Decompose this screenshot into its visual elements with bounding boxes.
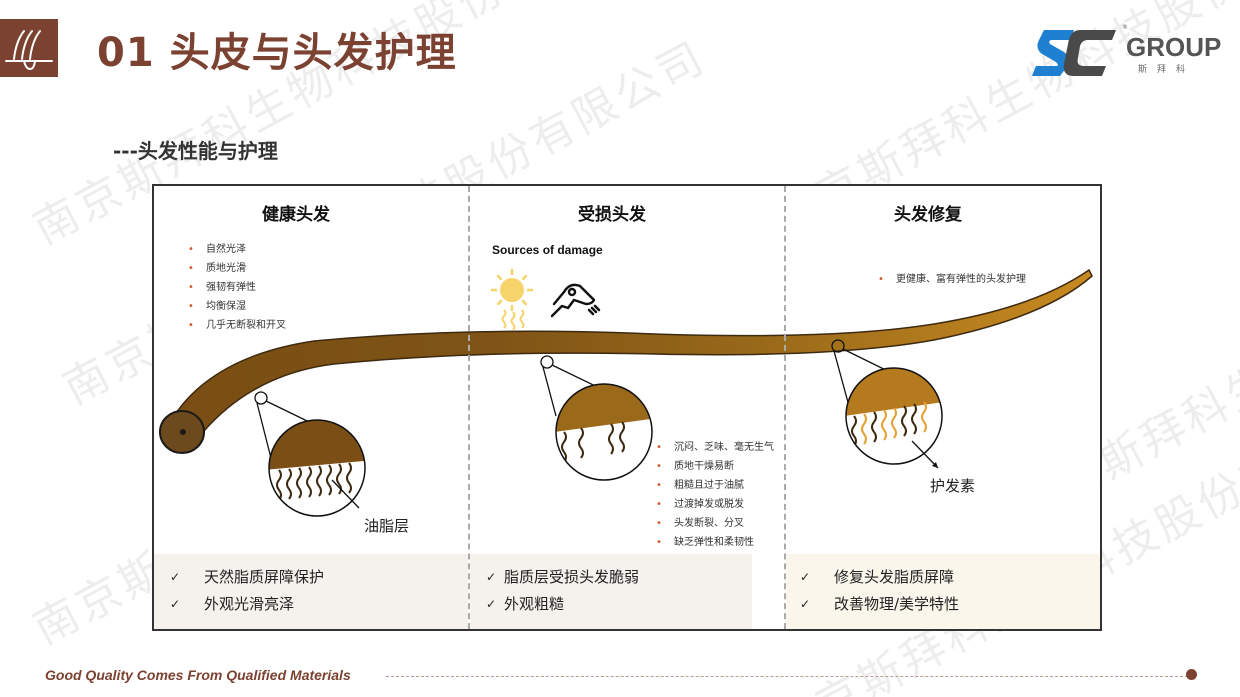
check-item: ✓脂质层受损头发脆弱 <box>486 564 639 591</box>
hair-strand-illustration <box>159 268 1093 517</box>
footer-divider <box>386 676 1188 677</box>
check-item: ✓外观光滑亮泽 <box>170 591 324 618</box>
hair-follicle-logo <box>0 19 58 77</box>
list-item: 过渡掉发或脱发 <box>656 495 774 514</box>
healthy-checklist: ✓天然脂质屏障保护 ✓外观光滑亮泽 <box>170 564 324 618</box>
lipid-layer-label: 油脂层 <box>364 517 410 535</box>
section-subtitle: ---头发性能与护理 <box>113 139 278 163</box>
list-item: 粗糙且过于油腻 <box>656 476 774 495</box>
page-title: 01 头皮与头发护理 <box>97 30 457 76</box>
footer-band-healthy <box>154 554 468 629</box>
repair-checklist: ✓修复头发脂质屏障 ✓改善物理/美学特性 <box>800 564 959 618</box>
brand-cn-name: 斯拜科 <box>1138 65 1196 75</box>
check-item: ✓修复头发脂质屏障 <box>800 564 959 591</box>
hair-comparison-panel: 健康头发 自然光泽 质地光滑 强韧有弹性 均衡保湿 几乎无断裂和开叉 油脂层 ✓… <box>152 184 1102 631</box>
footer-tagline: Good Quality Comes From Qualified Materi… <box>45 667 351 683</box>
check-item: ✓改善物理/美学特性 <box>800 591 959 618</box>
conditioner-label: 护发素 <box>930 477 976 495</box>
brand-logo: ® GROUP 斯拜科 <box>1030 22 1230 82</box>
footer-band-damaged <box>470 554 752 629</box>
column-divider <box>468 186 470 629</box>
column-title-repair: 头发修复 <box>894 205 962 225</box>
brand-name: GROUP <box>1126 32 1222 62</box>
column-title-damaged: 受损头发 <box>578 205 646 225</box>
trademark-mark: ® <box>1122 24 1128 31</box>
sources-of-damage-label: Sources of damage <box>492 243 603 257</box>
check-item: ✓外观粗糙 <box>486 591 639 618</box>
healthy-traits-list: 自然光泽 质地光滑 强韧有弹性 均衡保湿 几乎无断裂和开叉 <box>188 240 286 335</box>
damaged-checklist: ✓脂质层受损头发脆弱 ✓外观粗糙 <box>486 564 639 618</box>
check-icon: ✓ <box>170 570 181 584</box>
footer-band-repair <box>786 554 1100 629</box>
sc-logo-icon <box>1032 30 1116 76</box>
check-icon: ✓ <box>486 597 497 611</box>
check-icon: ✓ <box>800 597 811 611</box>
list-item: 缺乏弹性和柔韧性 <box>656 533 774 552</box>
list-item: 均衡保湿 <box>188 297 286 316</box>
hair-dryer-icon <box>550 283 601 318</box>
list-item: 头发断裂、分叉 <box>656 514 774 533</box>
repair-traits-list: 更健康、富有弹性的头发护理 <box>878 270 1026 289</box>
footer-dot <box>1186 669 1197 680</box>
check-icon: ✓ <box>486 570 497 584</box>
list-item: 质地干燥易断 <box>656 457 774 476</box>
column-divider <box>784 186 786 629</box>
sun-icon <box>490 268 534 330</box>
check-icon: ✓ <box>170 597 181 611</box>
list-item: 质地光滑 <box>188 259 286 278</box>
check-item: ✓天然脂质屏障保护 <box>170 564 324 591</box>
list-item: 更健康、富有弹性的头发护理 <box>878 270 1026 289</box>
check-icon: ✓ <box>800 570 811 584</box>
column-title-healthy: 健康头发 <box>262 205 330 225</box>
hair-follicle-icon <box>5 30 53 71</box>
list-item: 自然光泽 <box>188 240 286 259</box>
list-item: 沉闷、乏味、毫无生气 <box>656 438 774 457</box>
list-item: 强韧有弹性 <box>188 278 286 297</box>
list-item: 几乎无断裂和开叉 <box>188 316 286 335</box>
damaged-traits-list: 沉闷、乏味、毫无生气 质地干燥易断 粗糙且过于油腻 过渡掉发或脱发 头发断裂、分… <box>656 438 774 552</box>
